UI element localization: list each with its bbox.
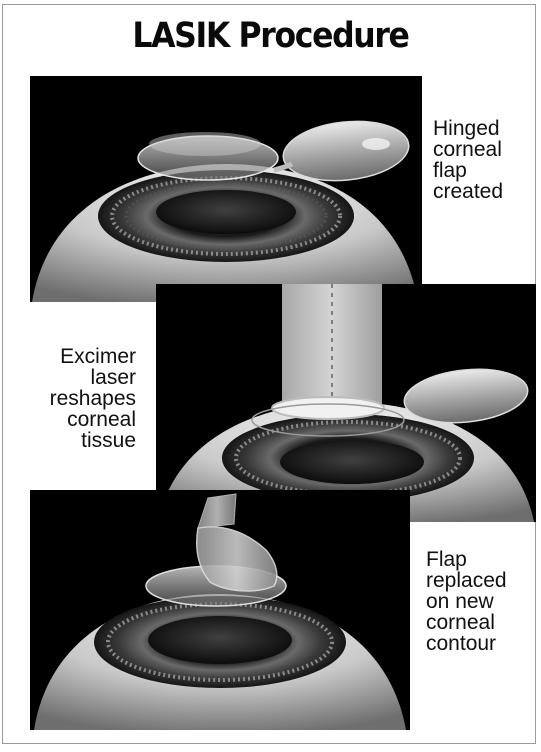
eye-panel-flap-replaced — [30, 490, 410, 730]
caption-line: replaced — [426, 570, 507, 591]
eye-panel-flap-created — [30, 76, 422, 302]
caption-line: on new — [426, 591, 507, 612]
caption-line: laser — [20, 367, 136, 388]
caption-line: corneal — [20, 409, 136, 430]
step-caption-laser: Excimer laser reshapes corneal tissue — [20, 346, 136, 451]
diagram-title: LASIK Procedure — [27, 16, 514, 56]
caption-line: corneal — [433, 139, 503, 160]
caption-line: Excimer — [20, 346, 136, 367]
caption-line: Hinged — [433, 118, 503, 139]
caption-line: tissue — [20, 430, 136, 451]
pupil — [148, 616, 292, 664]
caption-line: contour — [426, 633, 507, 654]
caption-line: created — [433, 181, 503, 202]
caption-line: Flap — [426, 549, 507, 570]
caption-line: reshapes — [20, 388, 136, 409]
pupil — [156, 190, 296, 234]
ablation-zone — [272, 397, 384, 419]
caption-line: flap — [433, 160, 503, 181]
eye-panel-laser — [156, 284, 536, 522]
step-caption-flap-created: Hinged corneal flap created — [433, 118, 503, 202]
caption-line: corneal — [426, 612, 507, 633]
step-caption-flap-replaced: Flap replaced on new corneal contour — [426, 549, 507, 654]
pupil — [280, 440, 424, 484]
